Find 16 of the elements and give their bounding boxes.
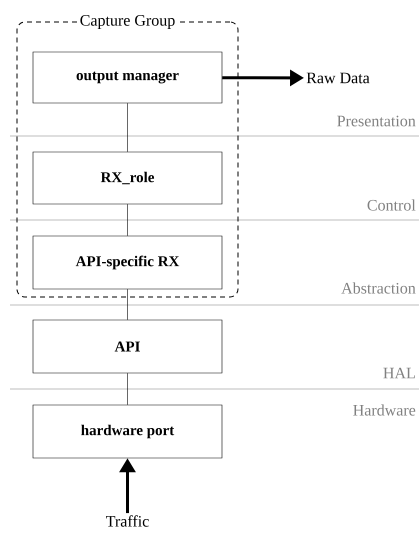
layer-label: Abstraction <box>341 282 416 294</box>
connector-line <box>127 204 128 236</box>
layer-label: Hardware <box>353 404 416 416</box>
connector-line <box>127 373 128 405</box>
process-box: RX_role <box>32 152 222 204</box>
process-box: output manager <box>32 52 222 104</box>
layer-label: Presentation <box>337 116 416 126</box>
connector-line <box>127 103 128 152</box>
layer-label: HAL <box>383 368 415 378</box>
io-label: Raw Data <box>306 72 370 84</box>
process-box: API-specific RX <box>32 236 222 290</box>
process-box: hardware port <box>32 404 222 458</box>
connector-line <box>127 289 128 320</box>
process-box: API <box>32 320 222 374</box>
layer-label: Control <box>368 199 416 211</box>
io-label: Traffic <box>106 515 149 527</box>
